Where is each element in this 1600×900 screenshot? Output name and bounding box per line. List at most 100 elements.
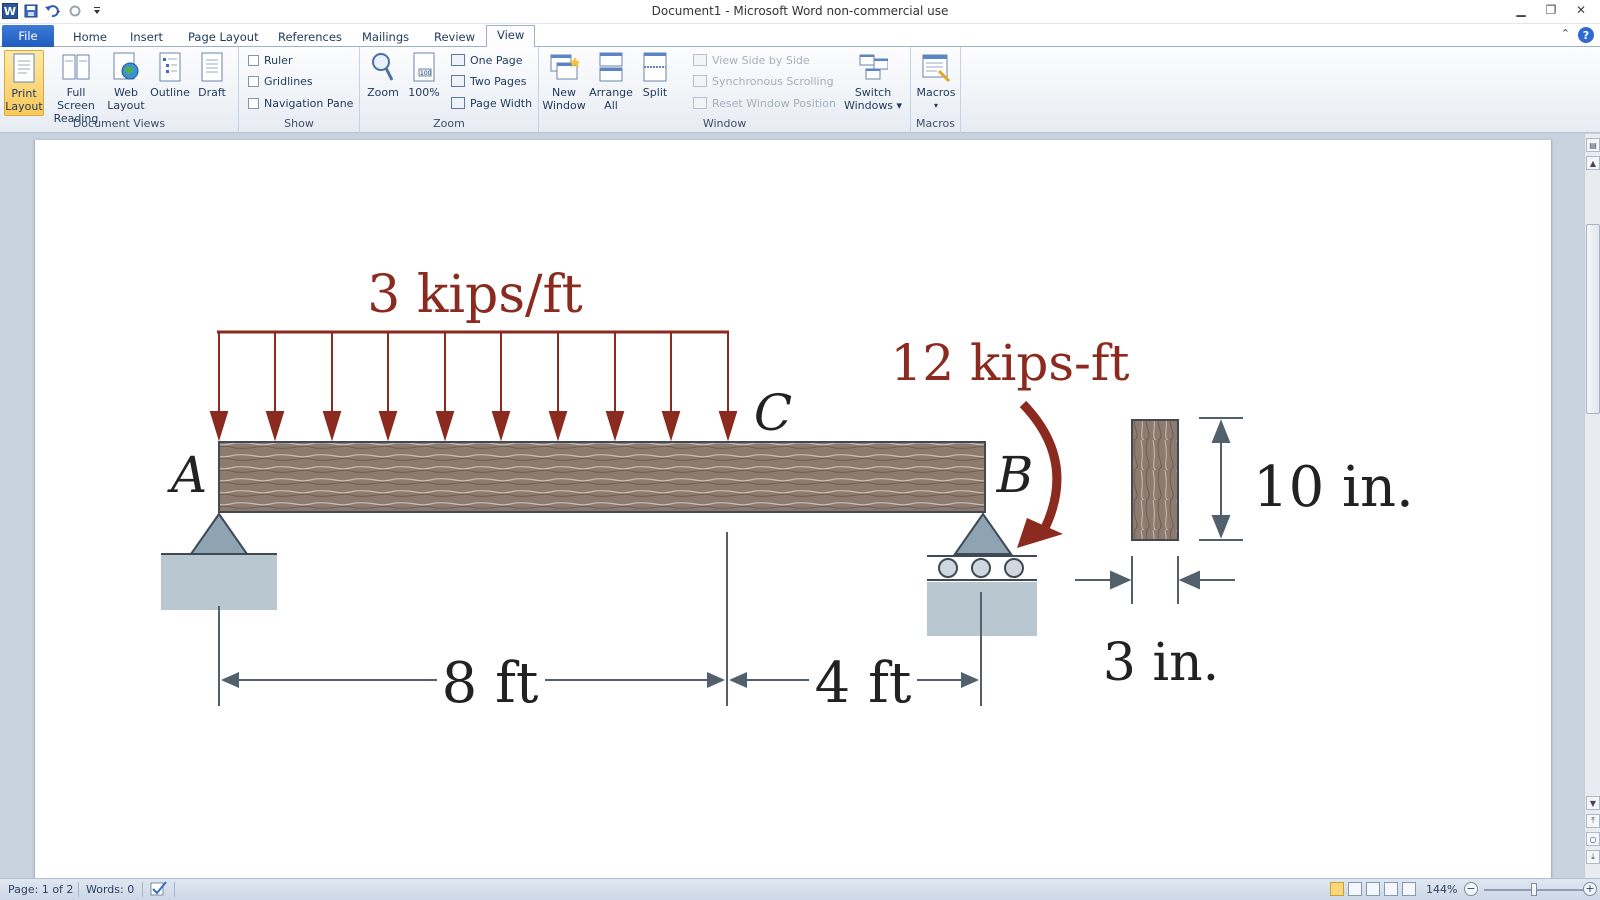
vertical-scrollbar[interactable]: ▤ ▲ ▼ ⤒ ○ ⤓ — [1584, 134, 1600, 878]
cross-section — [1131, 419, 1179, 541]
new-window-button[interactable]: New Window — [542, 50, 586, 112]
previous-page-icon[interactable]: ⤒ — [1586, 814, 1600, 828]
synchronous-scrolling-button[interactable]: Synchronous Scrolling — [693, 72, 834, 90]
print-layout-view-icon[interactable] — [1330, 882, 1344, 896]
undo-icon[interactable] — [44, 2, 62, 20]
next-page-icon[interactable]: ⤓ — [1586, 850, 1600, 864]
ruler-checkbox[interactable]: Ruler — [248, 51, 292, 69]
draft-icon — [197, 50, 227, 84]
group-label: Zoom — [433, 117, 465, 130]
tab-insert[interactable]: Insert — [130, 30, 163, 44]
restore-icon[interactable]: ❐ — [1545, 3, 1557, 17]
synchronous-scrolling-icon — [693, 75, 707, 87]
macros-dropdown-icon[interactable]: ▾ — [933, 101, 938, 110]
checkbox-icon — [248, 75, 259, 87]
web-layout-button[interactable]: Web Layout — [106, 50, 146, 112]
outline-icon — [155, 50, 185, 84]
tab-home[interactable]: Home — [73, 30, 107, 44]
new-window-icon — [549, 50, 579, 84]
help-icon[interactable]: ? — [1578, 27, 1594, 43]
outline-button[interactable]: Outline — [148, 50, 192, 99]
proofing-icon[interactable] — [150, 881, 168, 900]
span-cb-label: 4 ft — [815, 651, 912, 716]
group-macros: Macros ▾ Macros — [911, 47, 961, 133]
one-page-icon — [451, 54, 465, 66]
beam — [218, 441, 986, 513]
two-pages-icon — [451, 75, 465, 87]
magnifier-icon — [368, 50, 398, 84]
two-pages-button[interactable]: Two Pages — [451, 72, 526, 90]
ribbon-tabs: File Home Insert Page Layout References … — [0, 24, 1600, 48]
switch-windows-button[interactable]: Switch Windows ▾ — [841, 50, 905, 112]
print-layout-icon — [9, 51, 39, 85]
draft-button[interactable]: Draft — [191, 50, 233, 99]
page-count[interactable]: Page: 1 of 2 — [8, 883, 74, 896]
view-side-by-side-button[interactable]: View Side by Side — [693, 51, 810, 69]
macros-button[interactable]: Macros ▾ — [914, 50, 958, 112]
scroll-up-icon[interactable]: ▲ — [1586, 156, 1600, 170]
tab-page-layout[interactable]: Page Layout — [188, 30, 259, 44]
height-label: 10 in. — [1253, 455, 1414, 520]
navigation-pane-checkbox[interactable]: Navigation Pane — [248, 94, 353, 112]
customize-toolbar-icon[interactable] — [88, 2, 106, 20]
scroll-down-icon[interactable]: ▼ — [1586, 796, 1600, 810]
span-ac-label: 8 ft — [442, 651, 539, 716]
select-browse-object-icon[interactable]: ○ — [1586, 832, 1600, 846]
window-title: Document1 - Microsoft Word non-commercia… — [651, 4, 949, 18]
outline-view-icon[interactable] — [1384, 882, 1398, 896]
minimize-ribbon-icon[interactable]: ⌃ — [1560, 27, 1570, 40]
reset-window-position-icon — [693, 97, 707, 109]
quick-access-toolbar: W — [2, 2, 106, 20]
checkbox-icon — [248, 97, 259, 109]
section-dimensions — [1075, 417, 1243, 604]
beam-figure: 3 kips/ft A C B — [161, 265, 1414, 716]
full-screen-view-icon[interactable] — [1348, 882, 1362, 896]
group-label: Show — [284, 117, 314, 130]
switch-windows-icon — [858, 50, 888, 84]
minimize-icon[interactable]: ▁ — [1516, 3, 1526, 17]
group-show: Ruler Gridlines Navigation Pane Show — [239, 47, 360, 133]
page-width-button[interactable]: Page Width — [451, 94, 532, 112]
span-dimensions — [218, 532, 982, 706]
macros-icon — [921, 50, 951, 84]
save-icon[interactable] — [22, 2, 40, 20]
full-screen-reading-button[interactable]: Full Screen Reading — [48, 50, 104, 125]
reset-window-position-button[interactable]: Reset Window Position — [693, 94, 836, 112]
document-page[interactable]: 3 kips/ft A C B — [34, 140, 1552, 878]
split-button[interactable]: Split — [635, 50, 675, 99]
zoom-slider-thumb[interactable] — [1531, 883, 1537, 896]
tab-view[interactable]: View — [486, 25, 536, 48]
print-layout-button[interactable]: Print Layout — [4, 50, 44, 116]
tab-review[interactable]: Review — [434, 30, 476, 44]
group-zoom: Zoom 100 100% One Page Two Pages Page Wi… — [360, 47, 539, 133]
word-count[interactable]: Words: 0 — [86, 883, 135, 896]
ruler-toggle-icon[interactable]: ▤ — [1586, 138, 1600, 152]
point-a-label: A — [167, 446, 207, 504]
full-screen-reading-icon — [61, 50, 91, 84]
zoom-100-button[interactable]: 100 100% — [404, 50, 444, 99]
point-c-label: C — [754, 384, 792, 442]
group-label: Document Views — [72, 117, 166, 130]
one-page-button[interactable]: One Page — [451, 51, 523, 69]
redo-icon[interactable] — [66, 2, 84, 20]
tab-file[interactable]: File — [2, 25, 54, 47]
applied-moment — [1017, 400, 1063, 548]
tab-references[interactable]: References — [278, 30, 342, 44]
draft-view-icon[interactable] — [1402, 882, 1416, 896]
zoom-in-icon[interactable]: + — [1583, 882, 1597, 896]
tab-mailings[interactable]: Mailings — [362, 30, 410, 44]
web-layout-view-icon[interactable] — [1366, 882, 1380, 896]
group-window: New Window Arrange All Split View Side b… — [539, 47, 911, 133]
gridlines-checkbox[interactable]: Gridlines — [248, 72, 313, 90]
ribbon: Print Layout Full Screen Reading Web Lay… — [0, 47, 1600, 133]
side-by-side-icon — [693, 54, 707, 66]
zoom-out-icon[interactable]: − — [1464, 882, 1478, 896]
zoom-100-icon: 100 — [409, 50, 439, 84]
zoom-level[interactable]: 144% — [1426, 883, 1458, 896]
close-icon[interactable]: ✕ — [1575, 3, 1587, 17]
scroll-thumb[interactable] — [1586, 224, 1600, 414]
word-logo-icon[interactable]: W — [2, 3, 18, 19]
zoom-button[interactable]: Zoom — [363, 50, 403, 99]
arrange-all-button[interactable]: Arrange All — [589, 50, 633, 112]
web-layout-icon — [111, 50, 141, 84]
